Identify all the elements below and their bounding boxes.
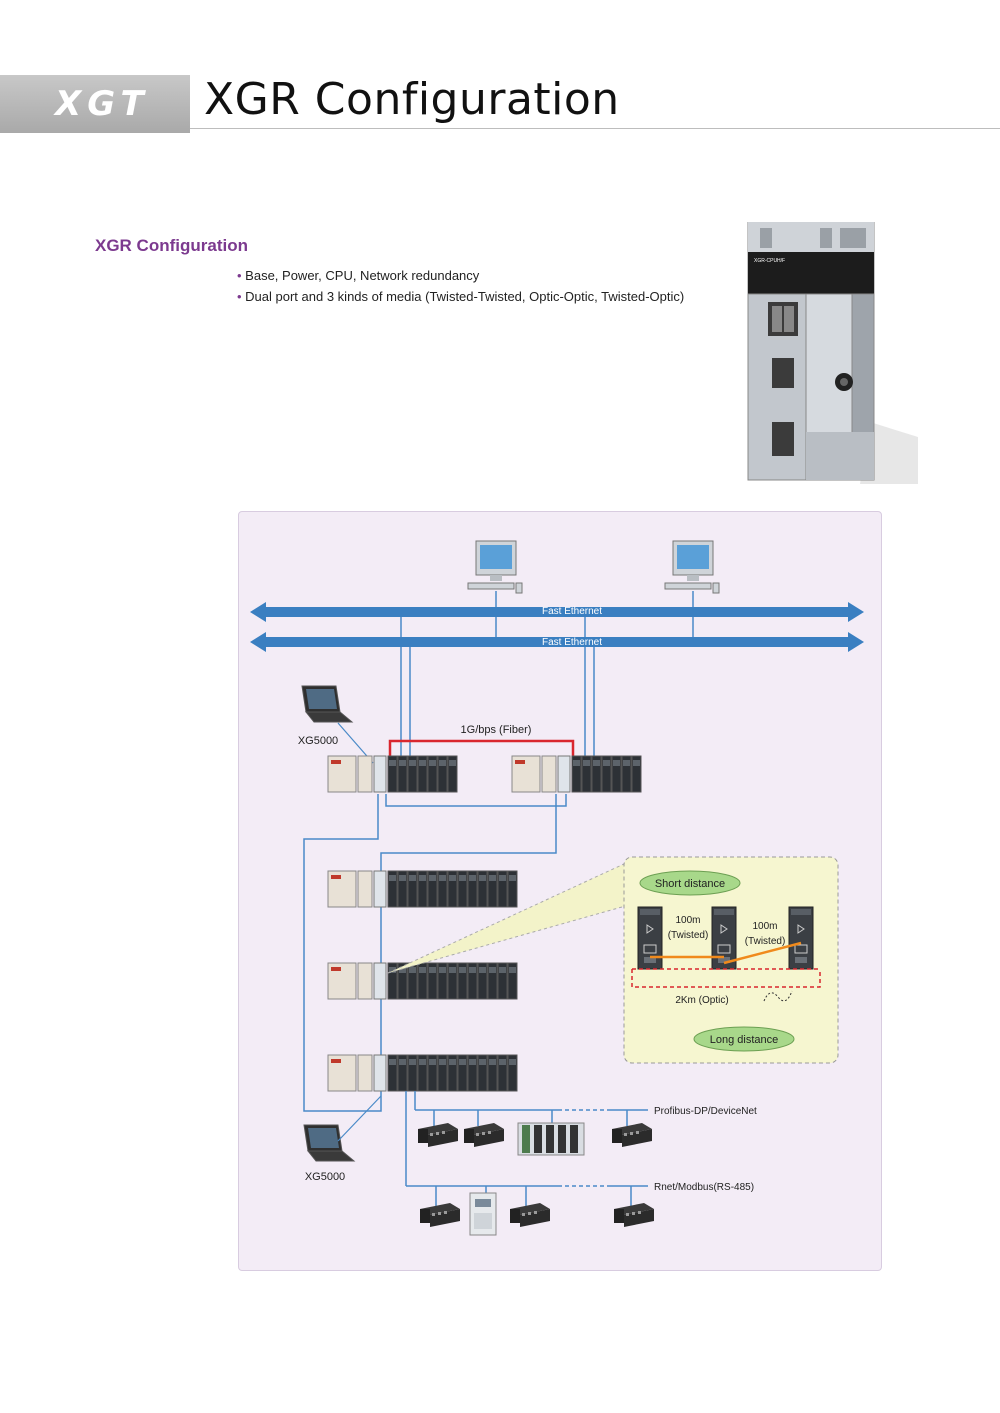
feature-item: Dual port and 3 kinds of media (Twisted-… [237, 286, 684, 307]
remote-io-icon [510, 1203, 550, 1227]
network-label: Fast Ethernet [542, 606, 602, 617]
page-title: XGR Configuration [204, 74, 620, 125]
laptop-icon [303, 1124, 355, 1162]
remote-io-icon [420, 1203, 460, 1227]
remote-rack-icon [517, 1122, 585, 1156]
expansion-rack-2 [327, 962, 518, 1000]
network-label: Fast Ethernet [542, 637, 602, 648]
redundant-plc-rack-b [511, 755, 642, 793]
brand-logo: XGT [55, 84, 150, 124]
cpu-module-image: XGR-CPUH/F [747, 222, 918, 484]
segment-distance: 100m [675, 915, 700, 926]
fieldbus-label: Rnet/Modbus(RS-485) [654, 1182, 754, 1193]
header-band [0, 75, 190, 133]
monitor-icon [467, 540, 523, 594]
section-heading: XGR Configuration [95, 236, 248, 255]
remote-io-icon [614, 1203, 654, 1227]
redundant-plc-rack-a [327, 755, 458, 793]
segment-media: (Twisted) [668, 930, 709, 941]
cpu-module-icon [788, 906, 814, 970]
cpu-module-icon [637, 906, 663, 970]
remote-io-icon [418, 1123, 458, 1147]
feature-item: Base, Power, CPU, Network redundancy [237, 265, 684, 286]
header-divider [190, 128, 1000, 129]
segment-media: (Twisted) [745, 936, 786, 947]
expansion-rack-3 [327, 1054, 518, 1092]
feature-list: Base, Power, CPU, Network redundancy Dua… [237, 265, 684, 307]
laptop-label: XG5000 [298, 735, 338, 747]
fast-ethernet-bus-2 [250, 632, 864, 652]
laptop-icon [301, 685, 353, 723]
callout-long-distance: Long distance [710, 1034, 779, 1046]
remote-io-icon [464, 1123, 504, 1147]
monitor-icon [664, 540, 720, 594]
optic-distance: 2Km (Optic) [675, 995, 728, 1006]
fiber-link-label: 1G/bps (Fiber) [461, 724, 532, 736]
callout-short-distance: Short distance [655, 878, 725, 890]
configuration-diagram: Fast Ethernet Fast Ethernet XG5000 1G/bp… [250, 540, 864, 1236]
fieldbus-label: Profibus-DP/DeviceNet [654, 1106, 757, 1117]
remote-io-icon [612, 1123, 652, 1147]
product-model-label: XGR-CPUH/F [754, 258, 785, 264]
expansion-rack-1 [327, 870, 518, 908]
fast-ethernet-bus-1 [250, 602, 864, 622]
inverter-icon [469, 1192, 497, 1236]
laptop-label: XG5000 [305, 1171, 345, 1183]
segment-distance: 100m [752, 921, 777, 932]
